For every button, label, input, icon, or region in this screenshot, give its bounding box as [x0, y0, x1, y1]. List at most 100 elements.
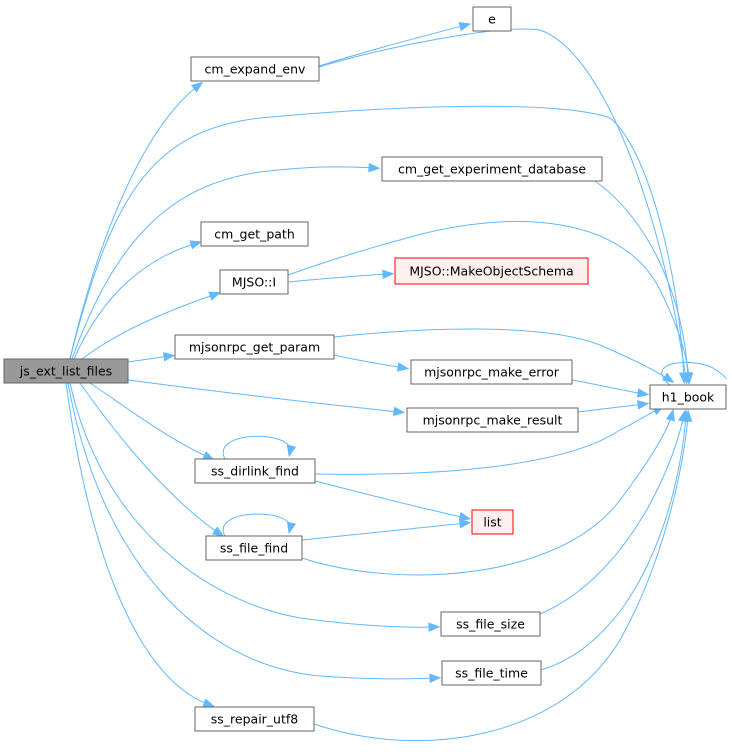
- edge-js_ext_list_files-to-ss_file_size: [69, 382, 436, 628]
- node-label: ss_file_time: [455, 666, 528, 681]
- node-box: [410, 359, 573, 385]
- node-mjsonrpc-make-result[interactable]: mjsonrpc_make_result: [406, 407, 579, 433]
- edge-mjsonrpc_get_param-to-mjsonrpc_make_error: [333, 354, 405, 369]
- node-mjso-i[interactable]: MJSO::I: [219, 269, 289, 295]
- edge-ss_file_find-to-h1_book: [301, 413, 673, 576]
- node-box: [649, 384, 727, 410]
- node-mjso-makeobjectschema[interactable]: MJSO::MakeObjectSchema: [394, 257, 589, 285]
- node-cm-get-experiment-database[interactable]: cm_get_experiment_database: [381, 156, 603, 182]
- node-label: cm_expand_env: [205, 62, 306, 77]
- node-label: e: [488, 12, 496, 27]
- node-cm-get-path[interactable]: cm_get_path: [200, 221, 309, 247]
- arrowhead-js_ext_list_files-to-mjso_i: [208, 291, 222, 301]
- edge-ss_dirlink_find-to-ss_dirlink_find: [222, 435, 291, 460]
- edge-js_ext_list_files-to-mjso_i: [81, 293, 217, 360]
- node-box: [381, 156, 603, 182]
- node-box: [174, 334, 335, 360]
- arrowhead-js_ext_list_files-to-cm_get_experiment_database: [368, 162, 381, 173]
- node-h1-book[interactable]: h1_book: [649, 384, 727, 410]
- edge-mjsonrpc_get_param-to-h1_book: [333, 328, 671, 381]
- arrowhead-js_ext_list_files-to-mjsonrpc_get_param: [162, 352, 176, 362]
- edge-ss_file_time-to-h1_book: [540, 414, 687, 671]
- node-e[interactable]: e: [472, 6, 512, 32]
- arrowhead-ss_dirlink_find-to-list: [458, 511, 472, 522]
- edge-js_ext_list_files-to-mjsonrpc_make_result: [127, 379, 401, 413]
- node-ss-dirlink-find[interactable]: ss_dirlink_find: [194, 458, 316, 484]
- node-label: h1_book: [662, 390, 715, 405]
- node-box: [441, 660, 542, 686]
- node-label: ss_file_size: [456, 617, 525, 632]
- arrowhead-js_ext_list_files-to-ss_file_find: [211, 526, 225, 538]
- node-ss-file-find[interactable]: ss_file_find: [205, 535, 303, 561]
- arrowhead-js_ext_list_files-to-ss_file_size: [428, 622, 441, 632]
- node-ss-repair-utf8[interactable]: ss_repair_utf8: [194, 706, 315, 732]
- arrowhead-js_ext_list_files-to-mjsonrpc_make_result: [393, 406, 406, 417]
- edge-cm_expand_env-to-h1_book: [318, 28, 687, 380]
- edge-ss_repair_utf8-to-h1_book: [313, 414, 689, 742]
- node-cm-expand-env[interactable]: cm_expand_env: [190, 56, 320, 82]
- node-layer: js_ext_list_files cm_expand_env e cm_get_ex…: [3, 6, 727, 732]
- arrowhead-js_ext_list_files-to-ss_file_time: [429, 673, 442, 683]
- edge-cm_get_experiment_database-to-h1_book: [594, 180, 689, 380]
- edge-mjso_i-to-h1_book: [287, 221, 690, 380]
- arrowhead-mjsonrpc_make_error-to-h1_book: [636, 388, 650, 398]
- arrowhead-ss_repair_utf8-to-h1_book: [682, 409, 693, 422]
- edge-js_ext_list_files-to-h1_book: [69, 105, 685, 380]
- node-box: [190, 56, 320, 82]
- node-box: [205, 535, 303, 561]
- arrowhead-js_ext_list_files-to-cm_expand_env: [190, 81, 204, 93]
- node-label: MJSO::MakeObjectSchema: [409, 264, 573, 279]
- node-ss-file-size[interactable]: ss_file_size: [440, 611, 541, 637]
- node-label: js_ext_list_files: [19, 364, 112, 379]
- node-js-ext-list-files[interactable]: js_ext_list_files: [3, 358, 129, 384]
- node-box: [440, 611, 541, 637]
- node-label: cm_get_experiment_database: [398, 162, 586, 177]
- arrowhead-js_ext_list_files-to-ss_repair_utf8: [202, 698, 216, 708]
- node-ss-file-time[interactable]: ss_file_time: [441, 660, 542, 686]
- node-box: [3, 358, 129, 384]
- node-box: [394, 257, 589, 285]
- edge-mjsonrpc_make_error-to-h1_book: [571, 379, 645, 395]
- edge-h1_book-to-h1_book: [661, 361, 727, 386]
- edge-js_ext_list_files-to-cm_get_path: [73, 242, 198, 360]
- edge-layer: [65, 22, 727, 742]
- node-box: [194, 458, 316, 484]
- edge-js_ext_list_files-to-cm_expand_env: [69, 84, 200, 360]
- edge-mjso_i-to-mjso_makeobjectschema: [287, 273, 390, 283]
- node-mjsonrpc-get-param[interactable]: mjsonrpc_get_param: [174, 334, 335, 360]
- node-box: [471, 509, 514, 535]
- edge-js_ext_list_files-to-ss_file_time: [67, 382, 437, 680]
- node-box: [472, 6, 512, 32]
- node-box: [200, 221, 309, 247]
- arrowhead-mjsonrpc_make_result-to-h1_book: [636, 400, 650, 410]
- edge-cm_expand_env-to-e: [318, 24, 467, 67]
- edge-ss_file_size-to-h1_book: [539, 414, 685, 615]
- node-label: MJSO::I: [232, 275, 276, 290]
- node-label: mjsonrpc_make_result: [423, 413, 563, 428]
- node-box: [194, 706, 315, 732]
- arrowhead-mjso_i-to-h1_book: [683, 372, 694, 385]
- arrowhead-ss_file_find-to-list: [459, 518, 472, 529]
- node-list[interactable]: list: [471, 509, 514, 535]
- node-label: list: [483, 515, 501, 530]
- arrowhead-js_ext_list_files-to-ss_dirlink_find: [202, 451, 215, 461]
- edge-ss_dirlink_find-to-list: [314, 480, 467, 519]
- arrowhead-ss_file_find-to-h1_book: [665, 408, 676, 422]
- node-box: [219, 269, 289, 295]
- node-label: ss_file_find: [220, 541, 288, 556]
- arrowhead-mjsonrpc_get_param-to-mjsonrpc_make_error: [396, 362, 410, 372]
- node-box: [406, 407, 579, 433]
- edge-js_ext_list_files-to-ss_file_find: [79, 382, 221, 535]
- edge-js_ext_list_files-to-ss_repair_utf8: [65, 382, 211, 706]
- arrowhead-ss_dirlink_find-to-ss_dirlink_find: [286, 444, 297, 458]
- node-mjsonrpc-make-error[interactable]: mjsonrpc_make_error: [410, 359, 573, 385]
- arrowhead-mjsonrpc_get_param-to-h1_book: [661, 372, 675, 383]
- edge-js_ext_list_files-to-ss_dirlink_find: [89, 382, 211, 459]
- arrowhead-js_ext_list_files-to-cm_get_path: [189, 240, 203, 250]
- node-label: ss_dirlink_find: [211, 464, 299, 479]
- arrowhead-ss_file_find-to-ss_file_find: [286, 521, 297, 535]
- node-label: cm_get_path: [214, 227, 295, 242]
- edge-ss_file_find-to-list: [301, 522, 467, 541]
- node-label: mjsonrpc_get_param: [189, 340, 320, 355]
